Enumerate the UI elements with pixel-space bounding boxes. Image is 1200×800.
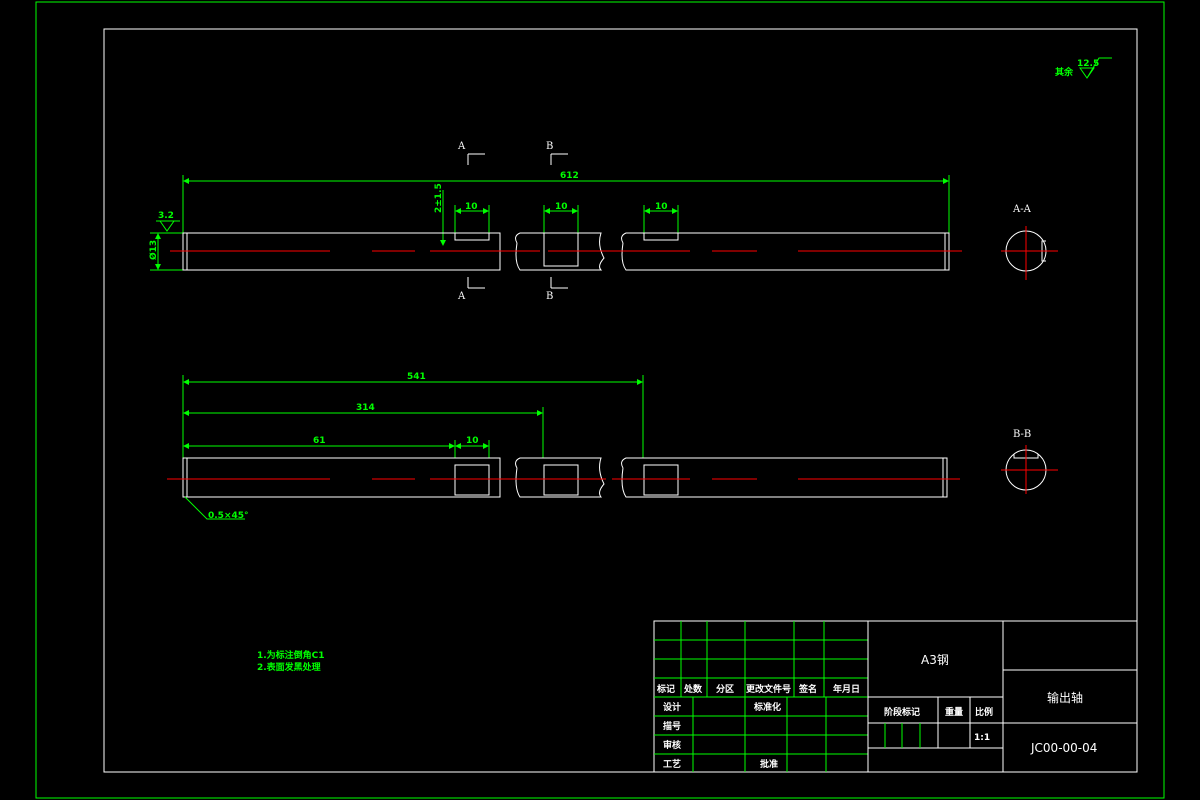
svg-text:标准化: 标准化 <box>753 701 781 713</box>
part-name: 输出轴 <box>1047 690 1083 705</box>
dim-key-a: 10 <box>465 202 478 212</box>
top-shaft-view: A B A B 612 10 10 10 2±1.5 Ø13 3.2 <box>148 141 962 302</box>
dim-61: 61 <box>313 436 326 446</box>
svg-text:比例: 比例 <box>975 706 993 718</box>
section-mark-b-bottom: B <box>546 291 553 302</box>
svg-text:处数: 处数 <box>683 683 703 695</box>
svg-text:标记: 标记 <box>656 683 675 695</box>
svg-text:年月日: 年月日 <box>833 683 860 695</box>
title-block: 标记 处数 分区 更改文件号 签名 年月日 设计 标准化 描号 审核 工艺 批准… <box>653 620 1138 773</box>
section-a-a: A-A <box>1001 204 1058 280</box>
material: A3钢 <box>921 653 949 667</box>
section-mark-a-bottom: A <box>457 291 466 302</box>
svg-text:分区: 分区 <box>716 683 734 695</box>
svg-text:其余: 其余 <box>1055 66 1074 78</box>
roughness-note: 其余 12.5 <box>1055 57 1112 79</box>
svg-text:签名: 签名 <box>798 683 817 695</box>
dim-overall-length: 612 <box>560 171 579 181</box>
svg-text:审核: 审核 <box>663 739 681 751</box>
dim-314: 314 <box>356 403 375 413</box>
dim-key-b: 10 <box>555 202 568 212</box>
svg-text:阶段标记: 阶段标记 <box>884 706 920 718</box>
svg-text:批准: 批准 <box>760 758 778 770</box>
section-b-b: B-B <box>1001 429 1058 494</box>
section-mark-a-top: A <box>457 141 466 152</box>
svg-text:描号: 描号 <box>663 720 681 732</box>
dim-541: 541 <box>407 372 426 382</box>
svg-text:工艺: 工艺 <box>663 758 681 770</box>
svg-text:设计: 设计 <box>663 701 681 713</box>
svg-text:重量: 重量 <box>945 706 963 718</box>
scale-value: 1:1 <box>974 733 990 743</box>
note-line-1: 1.为标注倒角C1 <box>257 649 325 661</box>
note-line-2: 2.表面发黑处理 <box>257 661 321 673</box>
svg-text:12.5: 12.5 <box>1077 59 1099 69</box>
svg-text:A-A: A-A <box>1012 204 1032 215</box>
svg-text:更改文件号: 更改文件号 <box>746 683 791 695</box>
svg-text:B-B: B-B <box>1013 429 1031 440</box>
dim-10: 10 <box>466 436 479 446</box>
dim-depth: 2±1.5 <box>434 183 444 213</box>
bottom-shaft-view: 541 314 61 10 0.5×45° <box>167 372 960 521</box>
drawing-number: JC00-00-04 <box>1030 741 1097 755</box>
dim-diameter: Ø13 <box>148 240 159 260</box>
inner-frame <box>103 28 1138 773</box>
dim-key-c: 10 <box>655 202 668 212</box>
chamfer-note: 0.5×45° <box>208 511 249 521</box>
outer-border <box>35 1 1165 799</box>
section-mark-b-top: B <box>546 141 553 152</box>
roughness-end: 3.2 <box>158 211 174 221</box>
